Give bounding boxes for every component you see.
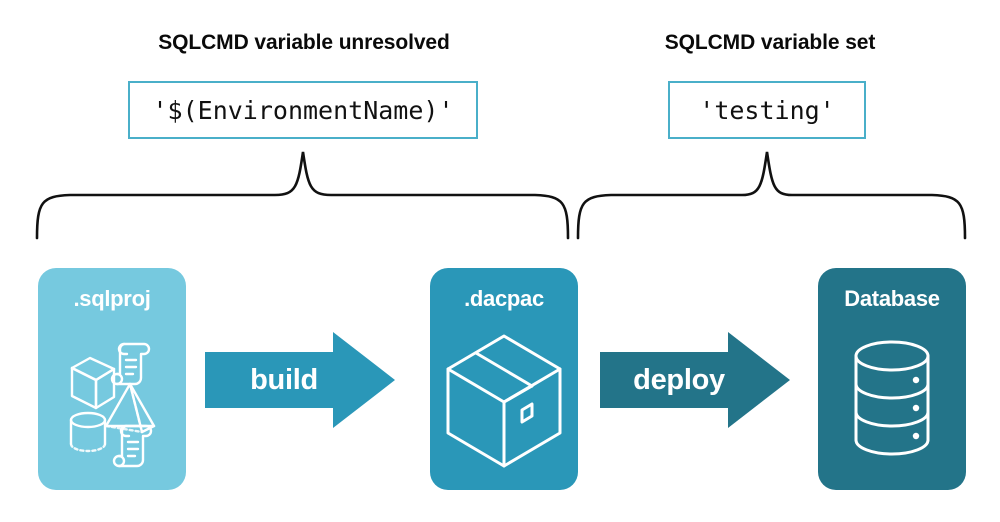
node-sqlproj-label: .sqlproj: [73, 286, 151, 311]
section-title-right: SQLCMD variable set: [664, 31, 876, 54]
arrow-build: [205, 332, 395, 428]
arrow-build-shape: [205, 332, 395, 428]
cube-icon: [70, 356, 116, 410]
node-database-label: Database: [844, 286, 940, 311]
node-dacpac[interactable]: .dacpac: [430, 268, 578, 490]
brace-group: [35, 151, 967, 240]
node-dacpac-label: .dacpac: [464, 286, 544, 311]
node-sqlproj[interactable]: .sqlproj: [38, 268, 186, 490]
cylinder-icon: [69, 411, 107, 453]
brace-right: [576, 151, 967, 240]
section-title-left: SQLCMD variable unresolved: [158, 31, 450, 54]
db-indicator-dot: [912, 376, 920, 384]
brace-left: [35, 151, 570, 240]
node-database[interactable]: Database: [818, 268, 966, 490]
db-indicator-dot: [912, 432, 920, 440]
package-box-icon: [446, 334, 562, 468]
node-database-art: [854, 340, 930, 456]
script-scroll-icon: [112, 424, 153, 468]
node-dacpac-art: [446, 334, 562, 468]
db-indicator-dot: [912, 404, 920, 412]
arrow-deploy: [600, 332, 790, 428]
database-cylinder-icon: [854, 340, 930, 456]
script-scroll-icon: [110, 342, 151, 386]
code-value-box-left: '$(EnvironmentName)': [128, 81, 478, 139]
node-sqlproj-art: [69, 342, 156, 468]
code-value-box-right: 'testing': [668, 81, 866, 139]
arrow-deploy-shape: [600, 332, 790, 428]
